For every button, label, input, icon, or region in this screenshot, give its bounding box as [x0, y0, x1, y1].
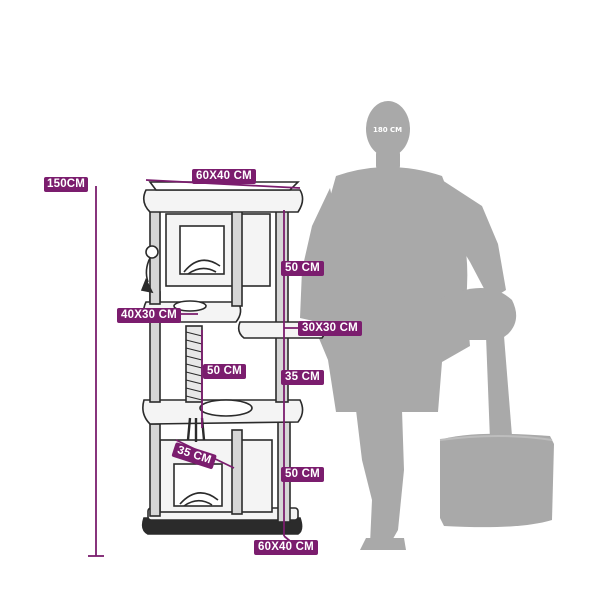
cat-tree [140, 181, 326, 535]
base-label: 60X40 CM [254, 540, 318, 555]
lower-post-label: 50 CM [281, 467, 324, 482]
human-height-label: 180 CM [373, 126, 403, 134]
upper-post-label: 50 CM [281, 261, 324, 276]
top-platform-label: 60X40 CM [192, 169, 256, 184]
human-silhouette [300, 101, 517, 550]
mid-post-label: 35 CM [281, 370, 324, 385]
sisal-rope [185, 325, 206, 442]
sisal-rope-label: 50 CM [203, 364, 246, 379]
left-platform-label: 40X30 CM [117, 308, 181, 323]
hanging-toy [140, 245, 159, 294]
cube-ottoman [439, 433, 554, 528]
total-height-label: 150CM [44, 177, 89, 192]
right-platform-label: 30X30 CM [298, 321, 362, 336]
